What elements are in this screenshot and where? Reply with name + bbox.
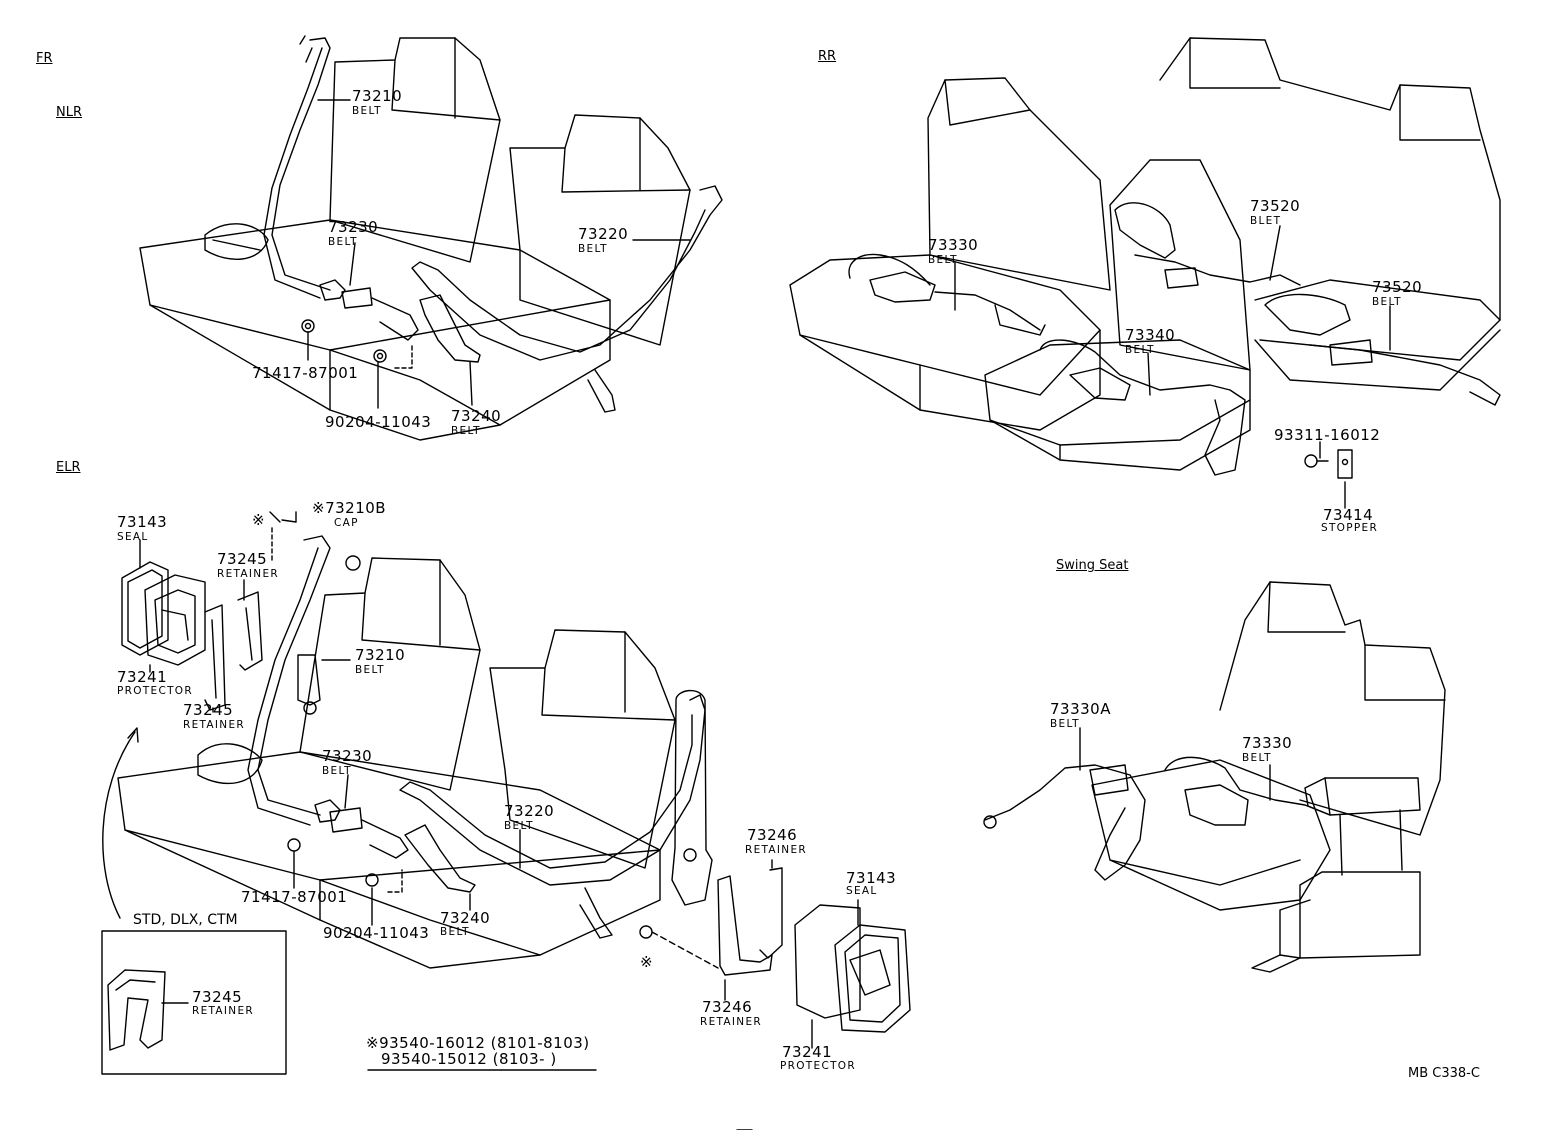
variant-note: STD, DLX, CTM [133,912,238,928]
part-number: 73520 [1250,197,1301,215]
part-name: RETAINER [217,568,279,580]
part-number: 73330 [1242,734,1293,752]
part-name: BELT [440,926,470,938]
part-number: 73330 [928,236,979,254]
part-name: CAP [334,517,359,529]
part-name: BELT [355,664,385,676]
part-name: BELT [1372,296,1402,308]
part-name: SEAL [117,531,149,543]
drawing-code: MB C338-C [1408,1066,1480,1081]
part-name: PROTECTOR [780,1060,856,1072]
section-rr: RR [818,49,837,64]
part-number: 73220 [578,225,629,243]
part-number: 73210 [355,646,406,664]
part-name: SEAL [846,885,878,897]
part-name: RETAINER [183,719,245,731]
part-number: ※73210B [312,499,387,517]
part-name: BLET [1250,215,1282,227]
elr-seat [117,557,676,969]
bolt-note-1: ※93540-16012 (8101-8103) [366,1034,590,1052]
part-name: BELT [928,254,958,266]
elr-protector-left [121,511,361,713]
nlr-belts [204,35,723,413]
part-number: 93311-16012 [1274,426,1381,444]
part-number: 73520 [1372,278,1423,296]
part-number: 73230 [322,747,373,765]
elr-protector-right [639,859,911,1049]
section-fr: FR [36,51,53,66]
part-name: BELT [1125,344,1155,356]
part-number: 73240 [440,909,491,927]
section-swing-seat: Swing Seat [1056,558,1129,573]
part-number: 90204-11043 [323,924,430,942]
part-name: RETAINER [700,1016,762,1028]
part-name: BELT [1050,718,1080,730]
part-number: 73220 [504,802,555,820]
std-dlx-ctm-box [101,727,287,1075]
star-marker: ※ [640,953,654,971]
rr-seats [789,37,1501,471]
part-name: BELT [322,765,352,777]
part-name: STOPPER [1321,522,1379,534]
part-number: 71417-87001 [252,364,359,382]
part-name: BELT [328,236,358,248]
part-number: 73414 [1323,506,1374,524]
part-number: 73245 [217,550,268,568]
part-number: 73241 [782,1043,833,1061]
part-number: 73241 [117,668,168,686]
nlr-seat [139,37,691,441]
part-number: 73143 [846,869,897,887]
part-number: 90204-11043 [325,413,432,431]
swing-belts [983,727,1331,881]
part-number: 73230 [328,218,379,236]
part-name: PROTECTOR [117,685,193,697]
part-name: BELT [352,105,382,117]
part-number: 73240 [451,407,502,425]
part-number: 73245 [183,701,234,719]
part-name: BELT [1242,752,1272,764]
part-number: 73245 [192,988,243,1006]
section-elr: ELR [56,460,81,475]
part-name: BELT [504,820,534,832]
swing-seat [1091,581,1446,973]
part-number: 73340 [1125,326,1176,344]
part-name: BELT [451,425,481,437]
part-number: 73330A [1050,700,1111,718]
rr-belts [848,202,1501,509]
star-marker: ※ [252,511,266,529]
section-nlr: NLR [56,105,82,120]
star-marker: ※ [312,499,326,517]
part-number: 71417-87001 [241,888,348,906]
part-name: BELT [578,243,608,255]
part-number: 73246 [747,826,798,844]
bolt-note-2: 93540-15012 (8103- ) [381,1050,557,1068]
part-number: 73246 [702,998,753,1016]
elr-belts [197,535,713,939]
part-name: RETAINER [192,1005,254,1017]
part-number: 73210 [352,87,403,105]
part-number: 73143 [117,513,168,531]
part-name: RETAINER [745,844,807,856]
